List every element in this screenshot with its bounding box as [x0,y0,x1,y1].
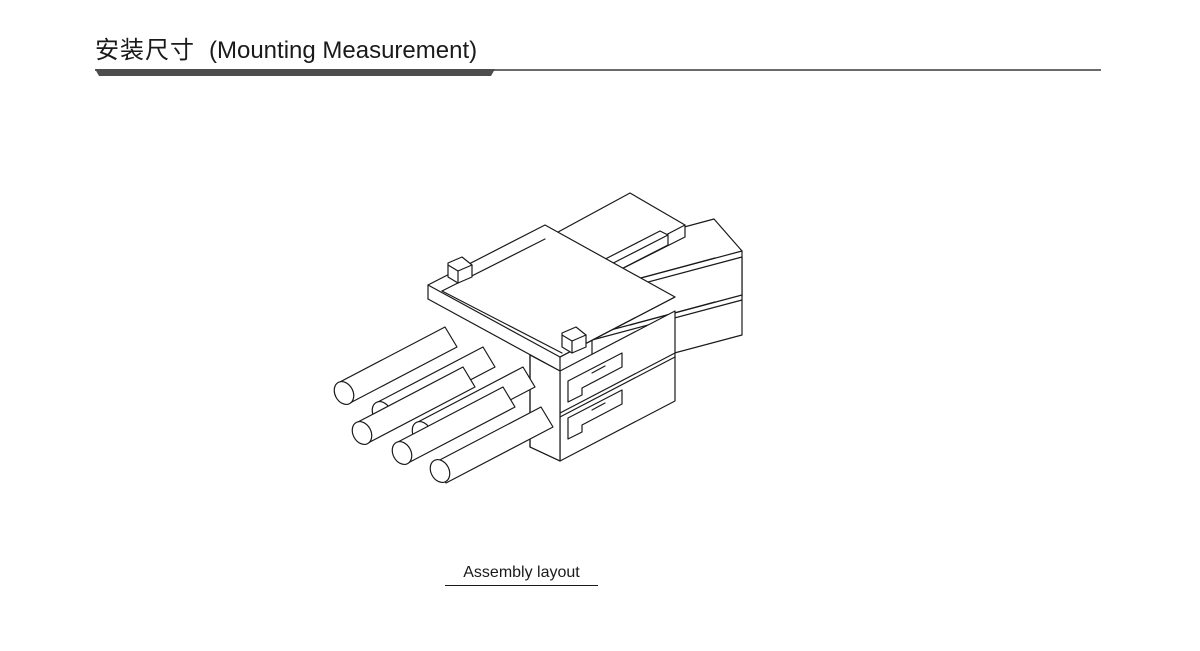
caption-underline [445,585,598,586]
front-housing [427,224,676,462]
header-accent-bar [95,69,495,76]
page-title-en: (Mounting Measurement) [209,37,478,64]
section-header: 安装尺寸 (Mounting Measurement) [95,30,1101,78]
header-divider [95,69,1101,71]
wire-pins [333,326,554,484]
page-title-zh: 安装尺寸 [95,36,195,64]
figure-caption: Assembly layout [463,564,580,581]
page-title: 安装尺寸 (Mounting Measurement) [95,36,477,65]
connector-assembly-drawing [330,185,750,485]
